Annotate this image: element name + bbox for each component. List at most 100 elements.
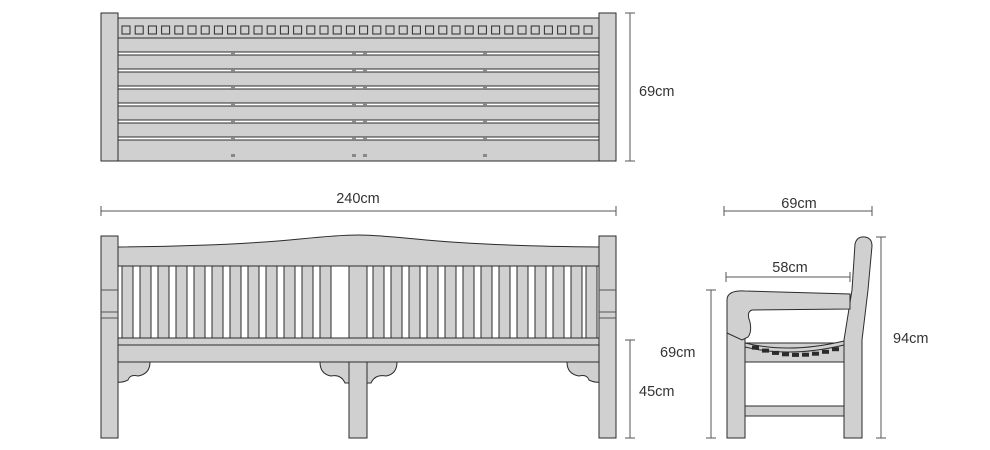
top-seat-slat	[116, 54, 601, 70]
top-dentil	[134, 25, 144, 35]
side-seat-slat-mark	[802, 352, 809, 357]
top-dentil	[213, 25, 223, 35]
front-back-slat	[570, 265, 583, 339]
front-back-slats	[121, 265, 598, 339]
side-seat-slat-mark	[762, 348, 769, 353]
top-dentil	[227, 25, 237, 35]
side-seat-slat-mark	[832, 347, 839, 352]
side-seat-slat-mark	[822, 349, 829, 354]
front-back-slat	[121, 265, 134, 339]
side-seat-slat-mark	[782, 352, 789, 357]
side-seat-slat-mark	[752, 345, 759, 350]
front-back-slat	[301, 265, 314, 339]
top-dentil	[517, 25, 527, 35]
front-right-bracket	[566, 361, 601, 383]
top-slat-fixing	[352, 86, 356, 89]
top-slat-fixing	[483, 120, 487, 123]
front-back-slat	[247, 265, 260, 339]
front-center-leg	[348, 361, 368, 439]
side-seat-slat-mark	[772, 350, 779, 355]
top-slat-fixing	[483, 154, 487, 157]
top-slat-fixing	[231, 103, 235, 106]
side-seat-slat-mark	[792, 352, 799, 357]
front-back-slat	[534, 265, 547, 339]
front-right-leg	[598, 235, 617, 439]
front-center-bracket-right	[320, 361, 398, 384]
top-dentil	[583, 25, 593, 35]
top-slat-fixing	[231, 137, 235, 140]
top-slat-fixing	[483, 137, 487, 140]
top-dentil	[438, 25, 448, 35]
top-dentil	[293, 25, 303, 35]
top-slat-fixing	[352, 120, 356, 123]
top-seat-slat	[116, 105, 601, 121]
top-view: 69cm	[100, 12, 674, 162]
top-slat-fixing	[483, 52, 487, 55]
front-back-slat	[498, 265, 511, 339]
front-back-slat	[372, 265, 385, 339]
side-arm-height-label: 69cm	[660, 345, 695, 361]
top-slat-fixing	[352, 137, 356, 140]
top-dentil	[200, 25, 210, 35]
front-width-label: 240cm	[336, 191, 380, 207]
front-back-slat	[390, 265, 403, 339]
front-back-slat	[283, 265, 296, 339]
top-dentil	[359, 25, 369, 35]
front-left-bracket	[116, 361, 151, 383]
top-dentil	[398, 25, 408, 35]
top-dentil	[306, 25, 316, 35]
front-back-slat	[585, 265, 598, 339]
top-slat-fixing	[352, 154, 356, 157]
front-center-bracket-left	[319, 361, 350, 384]
front-back-slat	[516, 265, 529, 339]
top-dentil	[161, 25, 171, 35]
top-slat-fixing	[352, 103, 356, 106]
side-view: 69cm 58cm 69cm 94cm	[660, 196, 928, 439]
side-armrest	[726, 290, 851, 341]
top-dentil	[504, 25, 514, 35]
front-top-rail	[116, 234, 601, 267]
top-dentil	[385, 25, 395, 35]
top-dentil	[174, 25, 184, 35]
top-dentil	[187, 25, 197, 35]
front-seat-rail	[116, 344, 601, 363]
front-back-slat	[552, 265, 565, 339]
front-back-slat	[265, 265, 278, 339]
top-back-dentils	[121, 25, 593, 35]
top-slat-fixing	[363, 69, 367, 72]
front-back-slat	[426, 265, 439, 339]
top-dentil	[345, 25, 355, 35]
top-slat-fixing	[231, 52, 235, 55]
top-dentil	[464, 25, 474, 35]
top-dentil	[253, 25, 263, 35]
front-back-slat	[229, 265, 242, 339]
front-back-slat	[211, 265, 224, 339]
top-left-arm	[100, 12, 119, 162]
top-slat-fixing	[231, 154, 235, 157]
top-dentil	[121, 25, 131, 35]
top-dentil	[543, 25, 553, 35]
front-back-slat	[408, 265, 421, 339]
top-dentil	[530, 25, 540, 35]
top-slat-fixing	[363, 120, 367, 123]
front-back-slat	[139, 265, 152, 339]
top-dentil	[266, 25, 276, 35]
side-lower-stretcher	[744, 405, 845, 417]
top-dentil	[491, 25, 501, 35]
top-dentil	[557, 25, 567, 35]
top-seat-slat	[116, 37, 601, 53]
top-slat-fixing	[231, 69, 235, 72]
top-dentil	[147, 25, 157, 35]
top-seat-slat	[116, 139, 601, 162]
front-view: 240cm 45cm	[100, 191, 674, 439]
top-slat-fixing	[352, 52, 356, 55]
top-dentil	[570, 25, 580, 35]
front-seat-rail-top	[116, 337, 601, 346]
top-slat-fixing	[231, 120, 235, 123]
top-dentil	[332, 25, 342, 35]
front-back-slat	[157, 265, 170, 339]
top-dentil	[451, 25, 461, 35]
side-seat-slat-marks	[752, 345, 839, 357]
